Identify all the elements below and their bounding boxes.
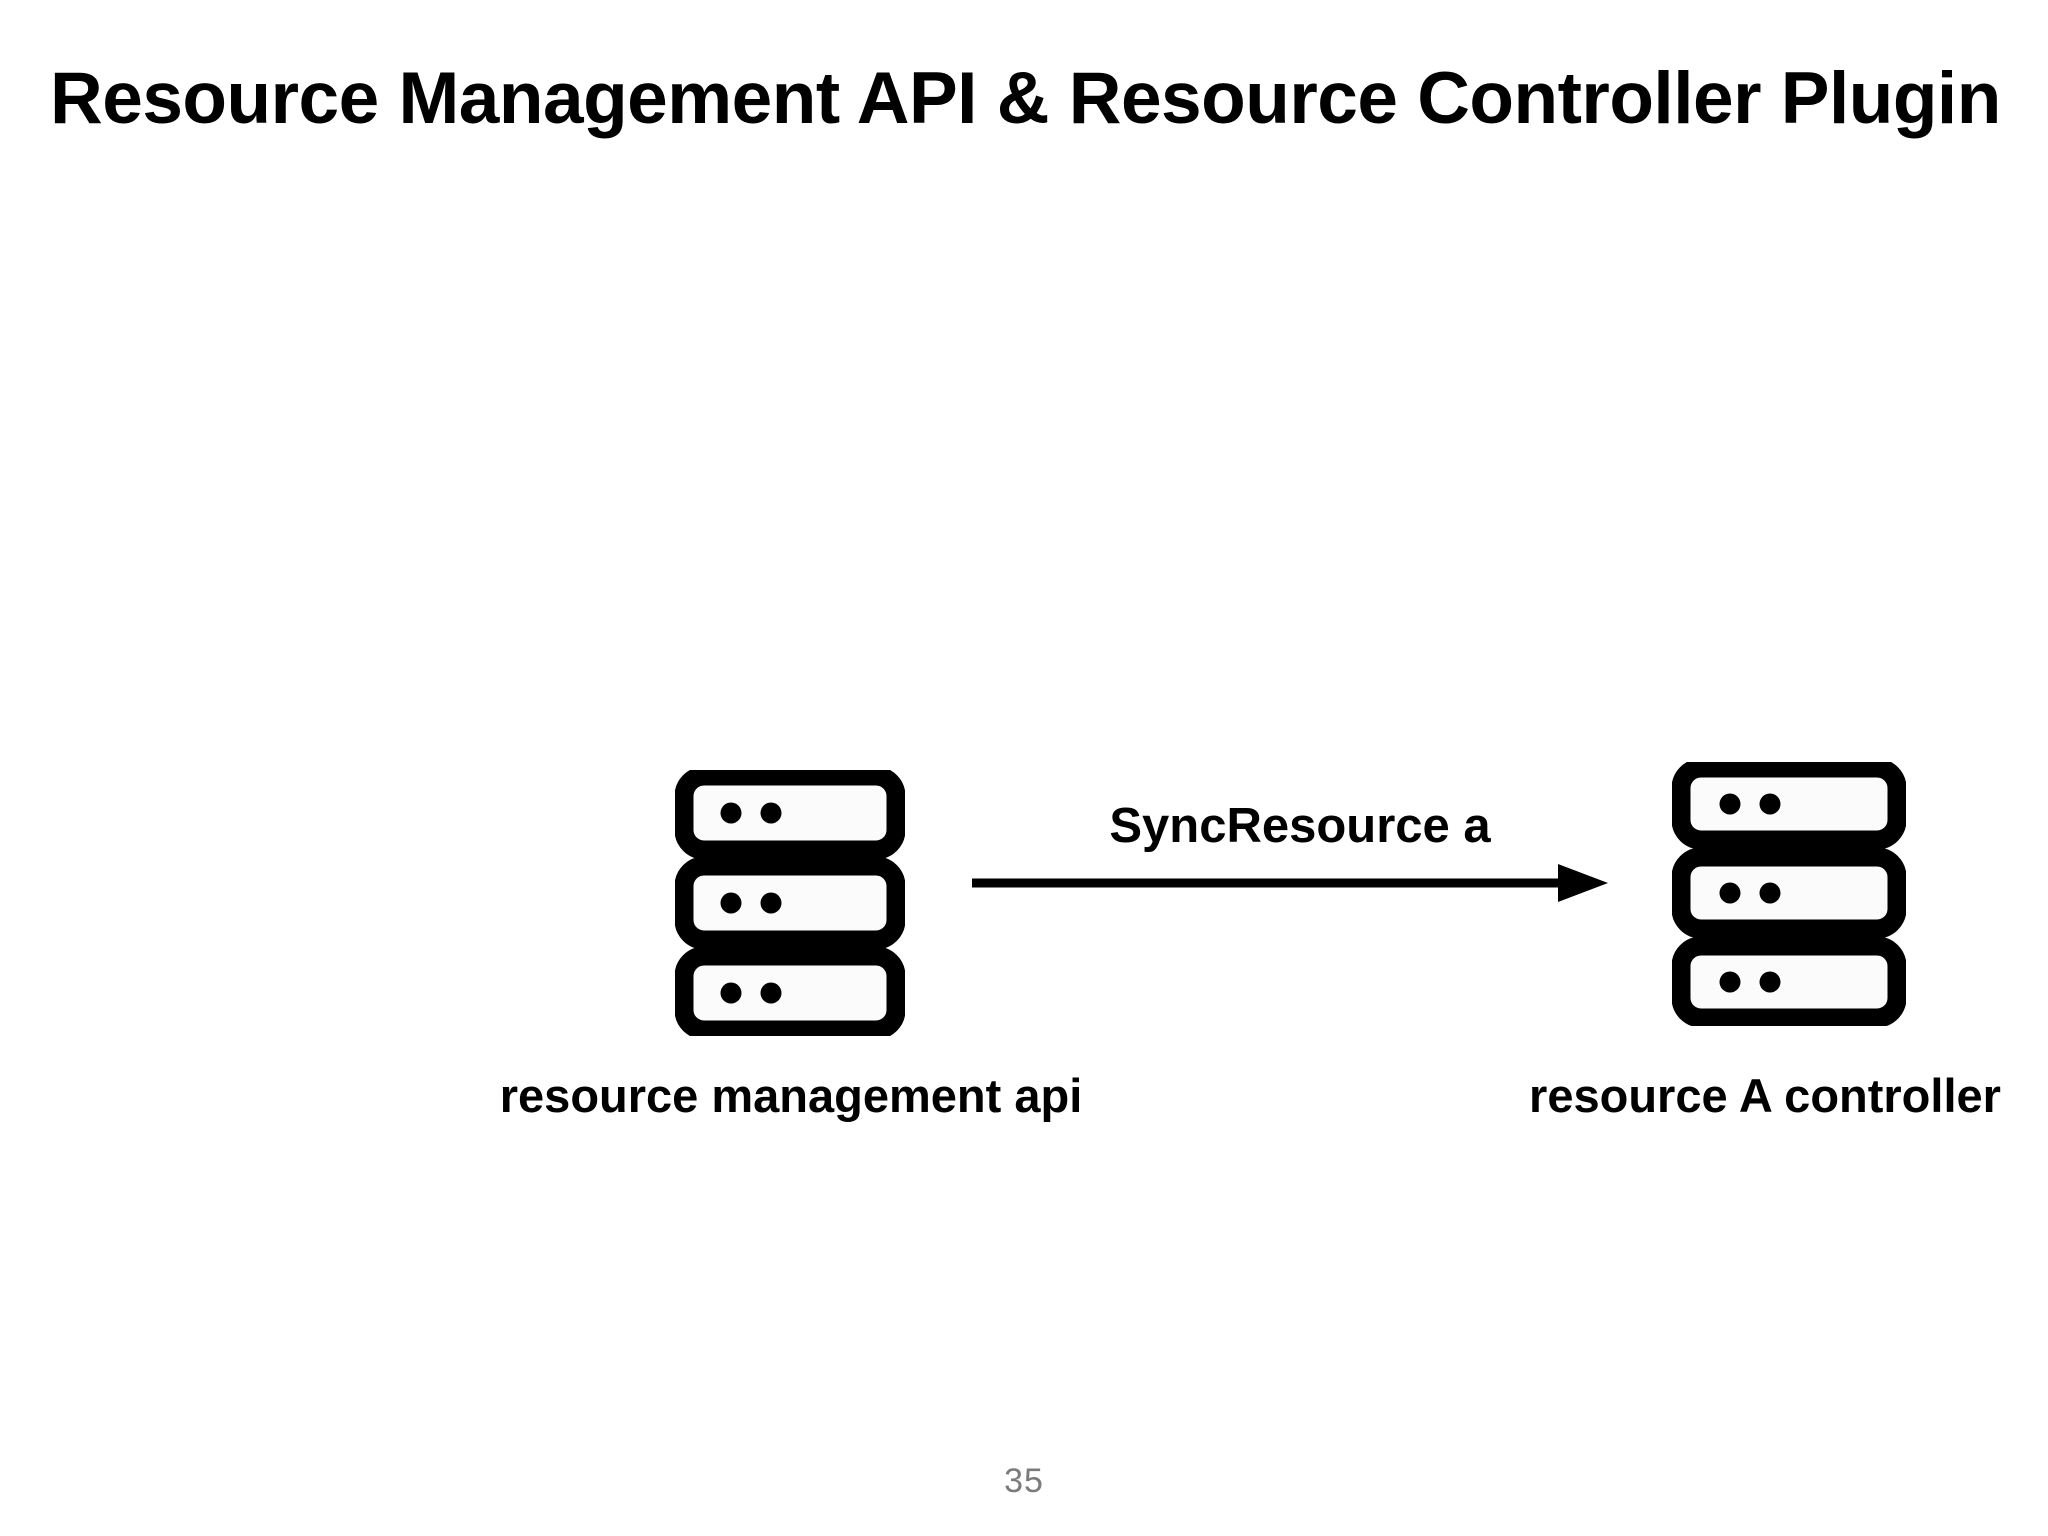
edge-label-sync-resource-a: SyncResource a xyxy=(1109,799,1491,853)
arrow-sync-resource-a xyxy=(972,864,1608,902)
node-resource-management-api[interactable] xyxy=(675,770,905,1036)
node-label-resource-a-controller: resource A controller xyxy=(1529,1069,2001,1122)
server-stack-icon xyxy=(675,770,905,1036)
page-title: Resource Management API & Resource Contr… xyxy=(50,58,2001,139)
node-resource-a-controller[interactable] xyxy=(1672,762,1906,1026)
server-stack-icon xyxy=(1672,762,1906,1026)
page-number: 35 xyxy=(1004,1462,1044,1500)
node-label-resource-management-api: resource management api xyxy=(499,1069,1083,1122)
